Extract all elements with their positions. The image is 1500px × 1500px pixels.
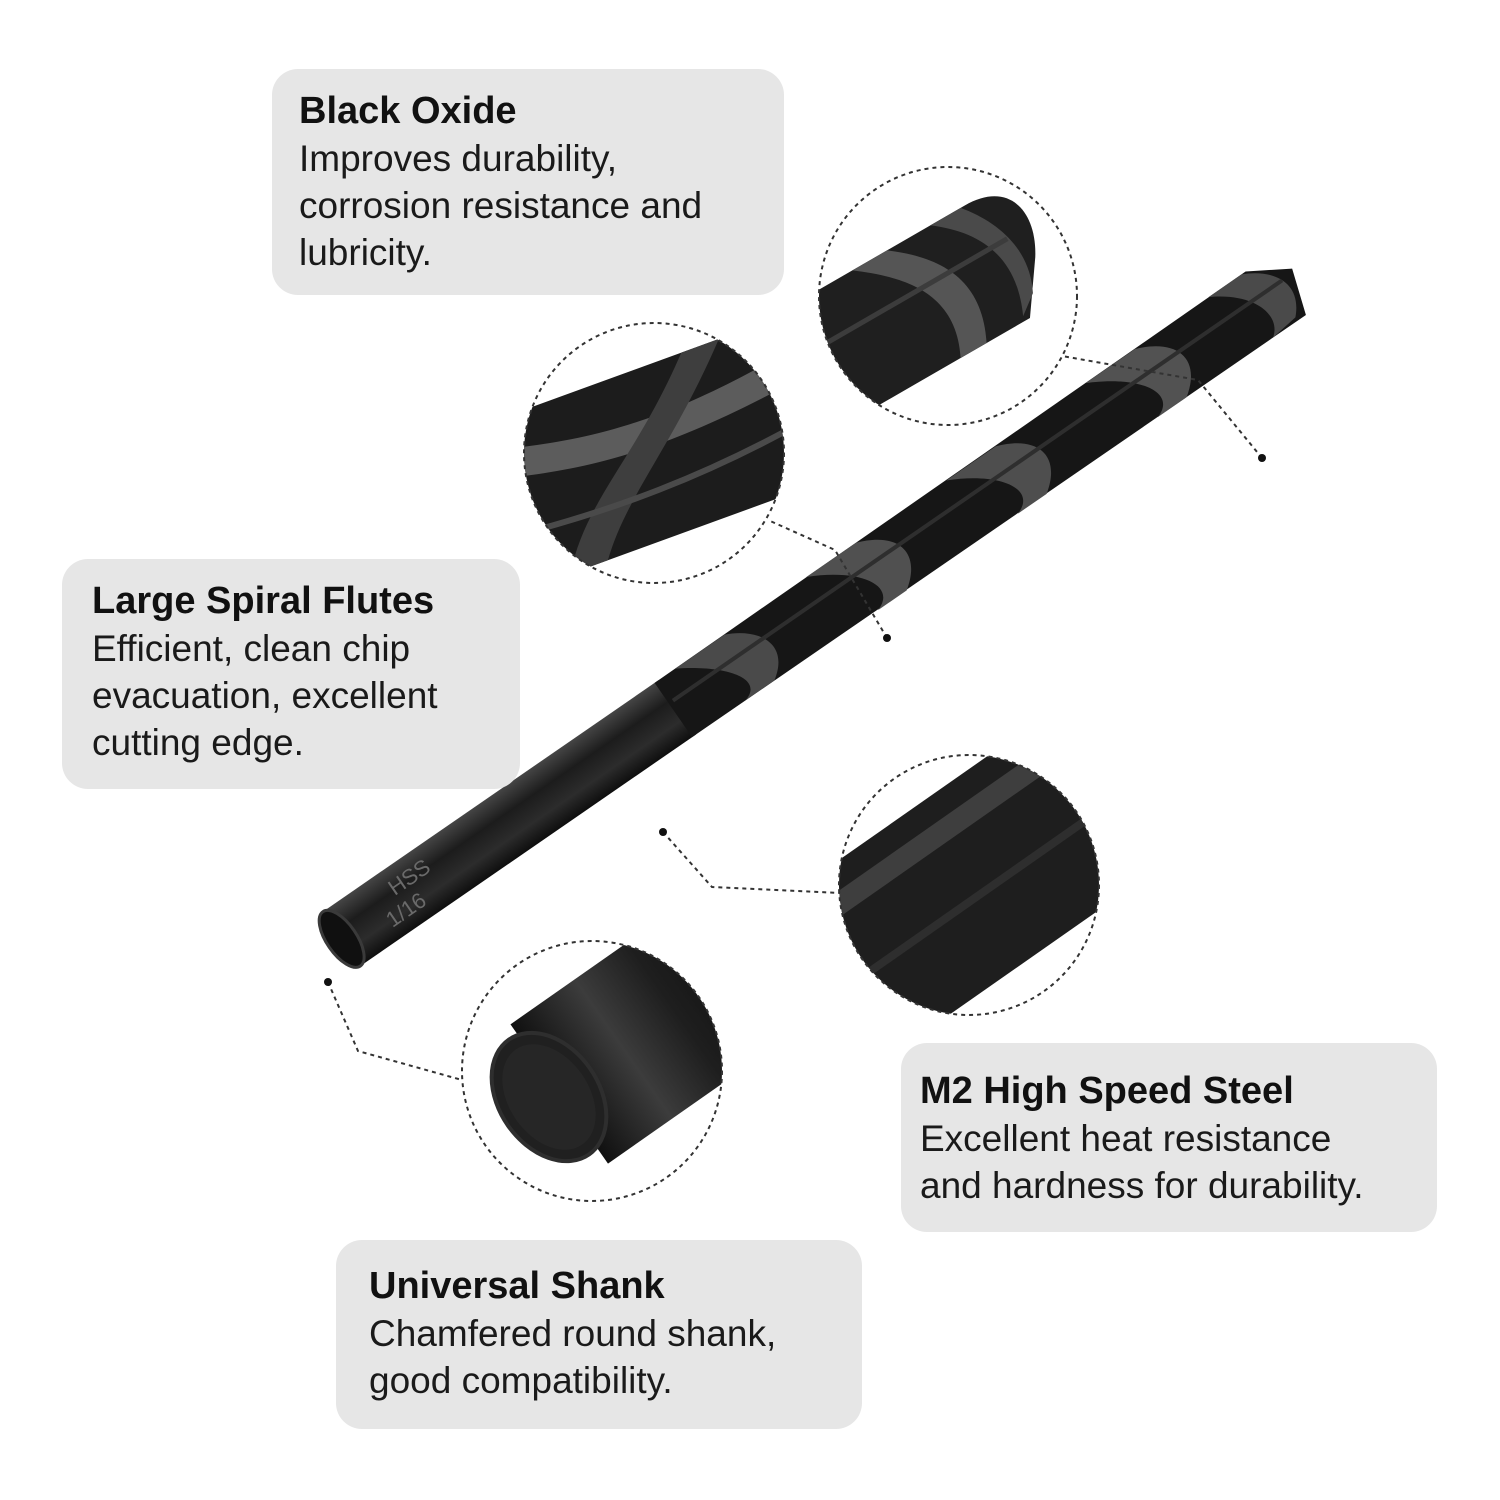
leader-line-shank: [327, 981, 463, 1081]
zoom-shank-end: [461, 940, 723, 1202]
feature-desc-line: good compatibility.: [369, 1360, 673, 1401]
feature-desc-line: Chamfered round shank,: [369, 1313, 777, 1354]
leader-line-tip: [1061, 355, 1263, 459]
drill-bit: HSS 1/16: [317, 268, 1306, 969]
leader-lines: [327, 355, 1263, 1081]
feature-title: Universal Shank: [369, 1265, 665, 1307]
leader-dots: [324, 454, 1266, 986]
feature-desc-line: Efficient, clean chip: [92, 628, 411, 669]
feature-card-spiral-flutes: Large Spiral Flutes Efficient, clean chi…: [62, 559, 520, 789]
feature-card-high-speed-steel: M2 High Speed Steel Excellent heat resis…: [901, 1043, 1437, 1232]
zoom-spiral-flute: [523, 322, 785, 584]
feature-title: M2 High Speed Steel: [920, 1070, 1294, 1112]
feature-desc-line: and hardness for durability.: [920, 1165, 1364, 1206]
zoom-drill-tip: [818, 166, 1078, 426]
leader-line-steel: [662, 831, 841, 894]
feature-desc-line: cutting edge.: [92, 722, 304, 763]
zoom-steel-body: [838, 754, 1100, 1016]
feature-desc-line: Excellent heat resistance: [920, 1118, 1332, 1159]
drill-flute-body: [654, 268, 1306, 738]
feature-title: Black Oxide: [299, 90, 517, 132]
feature-desc-line: corrosion resistance and: [299, 185, 703, 226]
drill-shank-end: [317, 908, 366, 969]
feature-card-universal-shank: Universal Shank Chamfered round shank, g…: [336, 1240, 862, 1429]
leader-line-flute: [767, 519, 888, 639]
feature-card-black-oxide: Black Oxide Improves durability, corrosi…: [272, 69, 784, 295]
drill-shank: [321, 680, 697, 968]
feature-desc-line: evacuation, excellent: [92, 675, 438, 716]
feature-desc-line: lubricity.: [299, 232, 432, 273]
feature-desc-line: Improves durability,: [299, 138, 618, 179]
feature-title: Large Spiral Flutes: [92, 580, 435, 622]
